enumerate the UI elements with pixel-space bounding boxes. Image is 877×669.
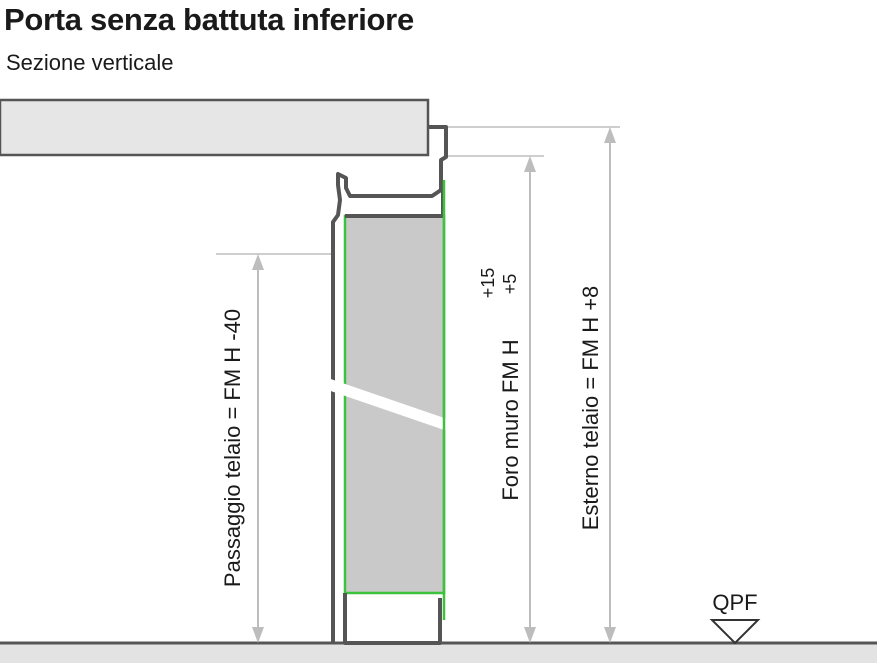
floor (0, 643, 877, 663)
extension-lines (216, 126, 620, 255)
dim-label-foro-main: Foro muro FM H (498, 339, 523, 500)
dim-tol-minus: +5 (500, 274, 520, 295)
page-title: Porta senza battuta inferiore (4, 2, 414, 37)
break-line (322, 376, 450, 432)
dimension-arrows (252, 127, 616, 643)
dim-label-passaggio: Passaggio telaio = FM H -40 (220, 309, 245, 587)
wall-lintel (0, 98, 430, 157)
dim-label-esterno: Esterno telaio = FM H +8 (578, 286, 603, 531)
dim-label-foro: Foro muro FM H (498, 339, 523, 500)
level-marker-icon (709, 619, 761, 645)
dim-tol-plus: +15 (478, 268, 498, 299)
qpf-label: QPF (712, 590, 757, 615)
dimension-lines (257, 135, 611, 635)
page-subtitle: Sezione verticale (6, 50, 174, 75)
